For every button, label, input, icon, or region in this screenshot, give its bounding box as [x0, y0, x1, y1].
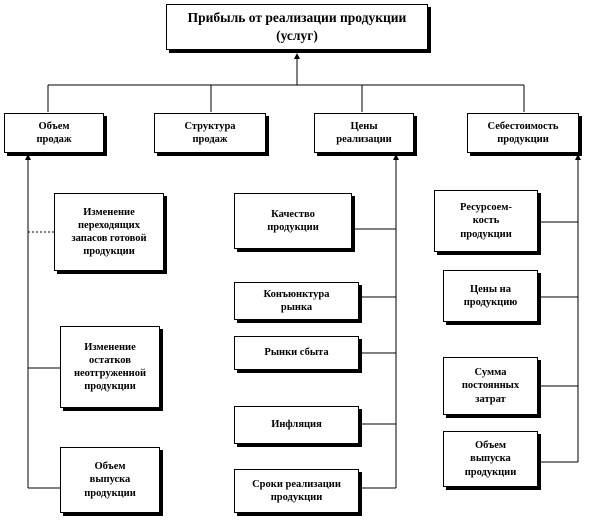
volume-item-finished-goods-stock: Изменение переходящих запасов готовой пр…	[54, 193, 164, 271]
volume-item-unshipped-balance: Изменение остатков неотгруженной продукц…	[60, 326, 160, 408]
cost-item-prices: Цены на продукцию	[443, 270, 538, 322]
price-item-sales-markets: Рынки сбыта	[234, 336, 359, 370]
cost-item-fixed-costs: Сумма постоянных затрат	[443, 357, 538, 415]
price-item-inflation: Инфляция	[234, 406, 359, 444]
cost-item-resource-intensity: Ресурсоем- кость продукции	[434, 190, 538, 252]
price-item-market-conditions: Конъюнктура рынка	[234, 282, 359, 320]
price-item-sales-terms: Сроки реализации продукции	[234, 469, 359, 513]
factor-volume-box: Объем продаж	[4, 113, 104, 153]
factor-prices-box: Цены реализации	[314, 113, 414, 153]
cost-item-output-volume: Объем выпуска продукции	[443, 431, 538, 487]
root-profit-box: Прибыль от реализации продукции (услуг)	[166, 4, 428, 50]
volume-item-output-volume: Объем выпуска продукции	[60, 447, 160, 513]
price-item-quality: Качество продукции	[234, 193, 352, 249]
factor-structure-box: Структура продаж	[154, 113, 266, 153]
factor-cost-box: Себестоимость продукции	[467, 113, 579, 153]
